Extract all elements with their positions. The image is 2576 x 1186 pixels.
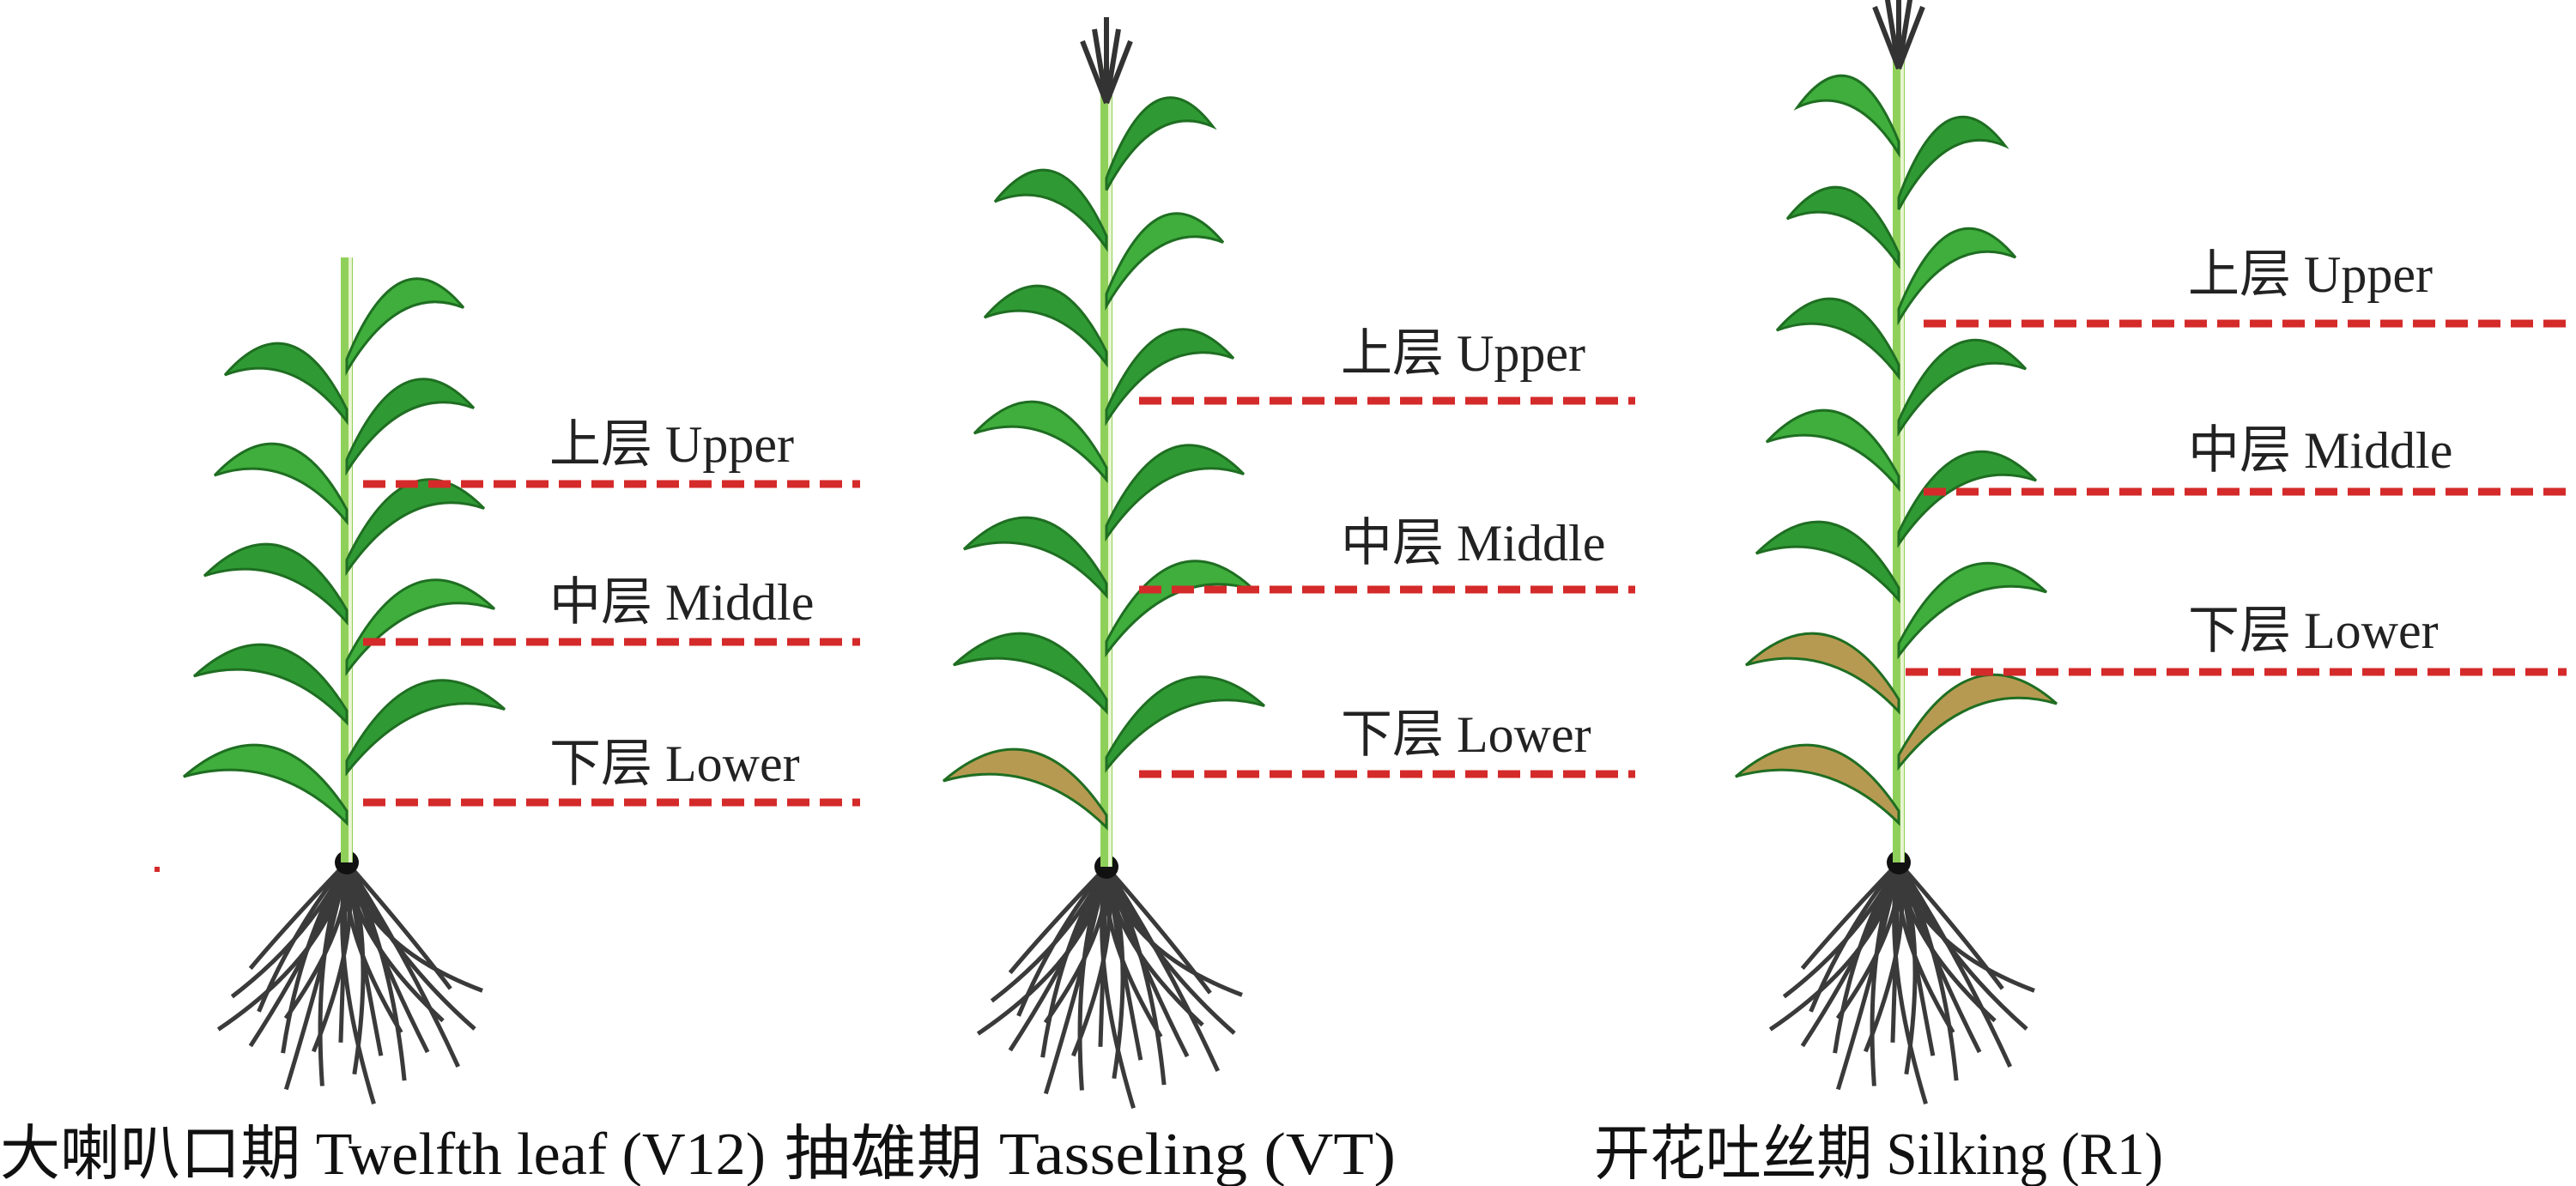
leaf-icon <box>1105 444 1246 542</box>
middle-layer-label: 中层 Middle <box>549 574 814 631</box>
leaf-icon <box>345 378 476 476</box>
leaf-icon <box>1785 185 1900 269</box>
leaf-icon <box>1765 408 1900 493</box>
leaf-icon <box>1105 560 1256 658</box>
root-icon <box>344 862 445 1023</box>
leaf-icon <box>1897 561 2048 660</box>
root-icon <box>1896 861 2028 1031</box>
upper-layer-label: 上层 Upper <box>549 416 794 473</box>
tassel-icon <box>1896 0 1913 70</box>
leaf-icon <box>345 478 486 577</box>
leaf-icon <box>1105 675 1265 773</box>
leaf-icon <box>1897 338 2027 438</box>
stage-caption: 大喇叭口期 Twelfth leaf (V12) <box>0 1122 766 1186</box>
root-icon <box>1104 865 1236 1035</box>
leaf-icon <box>183 743 349 826</box>
tassel-icon <box>1896 5 1925 70</box>
root-icon <box>1104 865 1221 1072</box>
stage-vt: 上层 Upper 中层 Middle 下层 Lower 抽雄期 Tasselin… <box>785 325 1635 1186</box>
upper-layer-label: 上层 Upper <box>1341 325 1585 382</box>
leaf-icon <box>203 542 349 626</box>
leaf-icon <box>1735 743 1900 826</box>
root-icon <box>1896 862 1997 1023</box>
stray-mark <box>155 867 160 872</box>
leaf-icon <box>192 643 349 726</box>
tassel-icon <box>1104 28 1121 104</box>
leaf-icon <box>1105 328 1235 427</box>
leaf-icon <box>952 632 1108 715</box>
leaf-icon <box>1775 297 1900 381</box>
leaf-icon <box>1793 74 1900 159</box>
root-icon <box>1896 862 2035 993</box>
middle-layer-label: 中层 Middle <box>1341 515 1605 572</box>
leaf-icon <box>1897 673 2058 772</box>
stage-r1: 上层 Upper 中层 Middle 下层 Lower 开花吐丝期 Silkin… <box>1594 246 2567 1186</box>
root-icon <box>345 861 452 990</box>
root-icon <box>257 861 349 1013</box>
upper-layer-label: 上层 Upper <box>2188 246 2433 303</box>
root-icon <box>1077 866 1109 1091</box>
stage-caption: 开花吐丝期 Silking (R1) <box>1594 1122 2163 1186</box>
leaf-icon <box>1105 212 1225 312</box>
middle-layer-label: 中层 Middle <box>2188 422 2452 479</box>
leaf-icon <box>1744 632 1900 715</box>
root-icon <box>1016 865 1108 1017</box>
lower-layer-label: 下层 Lower <box>549 735 800 792</box>
lower-layer-label: 下层 Lower <box>2188 602 2439 659</box>
leaf-icon <box>943 747 1108 831</box>
root-icon <box>1040 865 1109 1058</box>
stage-v12: 上层 Upper 中层 Middle 下层 Lower 大喇叭口期 Twelft… <box>0 416 860 1186</box>
leaf-icon <box>345 277 465 377</box>
leaf-icon <box>1755 520 1900 603</box>
leaf-icon <box>213 442 349 526</box>
root-icon <box>1105 865 1212 995</box>
root-icon <box>343 862 403 1034</box>
root-icon <box>340 862 376 1104</box>
root-icon <box>344 862 483 993</box>
lower-layer-label: 下层 Lower <box>1341 706 1591 763</box>
stage-caption: 抽雄期 Tasseling (VT) <box>785 1122 1396 1186</box>
leaf-icon <box>1897 115 2009 210</box>
leaf-icon <box>973 400 1108 484</box>
root-icon <box>1104 866 1243 997</box>
root-icon <box>1104 866 1204 1027</box>
root-icon <box>1833 861 1901 1054</box>
leaf-icon <box>1897 450 2038 548</box>
leaf-icon <box>983 284 1108 368</box>
leaf-icon <box>1105 96 1217 191</box>
root-icon <box>1895 862 1955 1034</box>
leaf-icon <box>962 516 1108 599</box>
leaf-icon <box>1897 227 2017 326</box>
root-icon <box>1870 862 1901 1086</box>
leaf-icon <box>345 679 506 777</box>
root-icon <box>1100 866 1136 1109</box>
root-icon <box>281 861 349 1054</box>
root-icon <box>318 862 349 1086</box>
root-icon <box>344 861 476 1031</box>
root-icon <box>1896 861 2013 1068</box>
leaf-icon <box>345 578 496 677</box>
root-icon <box>1892 862 1928 1104</box>
leaf-icon <box>223 342 349 426</box>
root-icon <box>344 861 461 1068</box>
tassel-icon <box>1104 39 1133 105</box>
root-icon <box>1809 861 1900 1013</box>
leaf-icon <box>993 168 1108 252</box>
root-icon <box>1897 861 2004 990</box>
root-icon <box>1103 866 1163 1038</box>
